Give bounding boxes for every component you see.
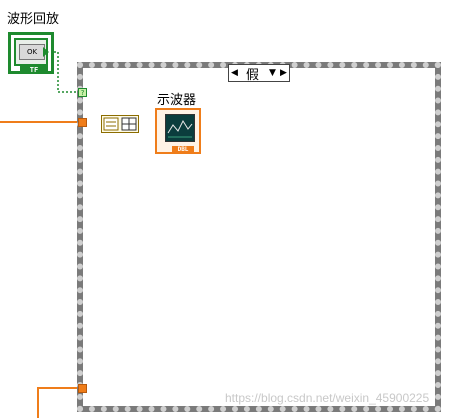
- indicator-label: 示波器: [157, 93, 197, 108]
- waveform-input-tunnel-bottom[interactable]: [78, 384, 87, 393]
- waveform-graph-indicator[interactable]: DBL: [155, 108, 201, 154]
- build-waveform-icon: [103, 117, 137, 131]
- waveform-graph-icon: [165, 114, 195, 142]
- waveform-input-tunnel-top[interactable]: [78, 118, 87, 127]
- case-dropdown-icon[interactable]: ▼: [269, 68, 276, 78]
- case-selector-terminal[interactable]: ?: [78, 88, 87, 97]
- boolean-control-label: 波形回放: [7, 12, 60, 27]
- boolean-control-terminal[interactable]: OK TF: [8, 32, 54, 74]
- case-selector-value: 假: [245, 67, 261, 83]
- boolean-wire: [54, 51, 78, 93]
- waveform-wire-bottom: [37, 387, 80, 418]
- watermark: https://blog.csdn.net/weixin_45900225: [225, 391, 430, 405]
- indicator-type-badge: DBL: [172, 146, 194, 153]
- case-prev-arrow-icon[interactable]: ◀: [231, 68, 238, 78]
- output-arrow-icon: [43, 47, 49, 57]
- case-next-arrow-icon[interactable]: ▶: [280, 68, 287, 78]
- build-waveform-node[interactable]: [101, 115, 139, 133]
- ok-button-icon: OK: [19, 44, 45, 60]
- boolean-type-badge: TF: [20, 66, 48, 74]
- case-selector[interactable]: ◀ 假 ▼ ▶: [228, 64, 290, 83]
